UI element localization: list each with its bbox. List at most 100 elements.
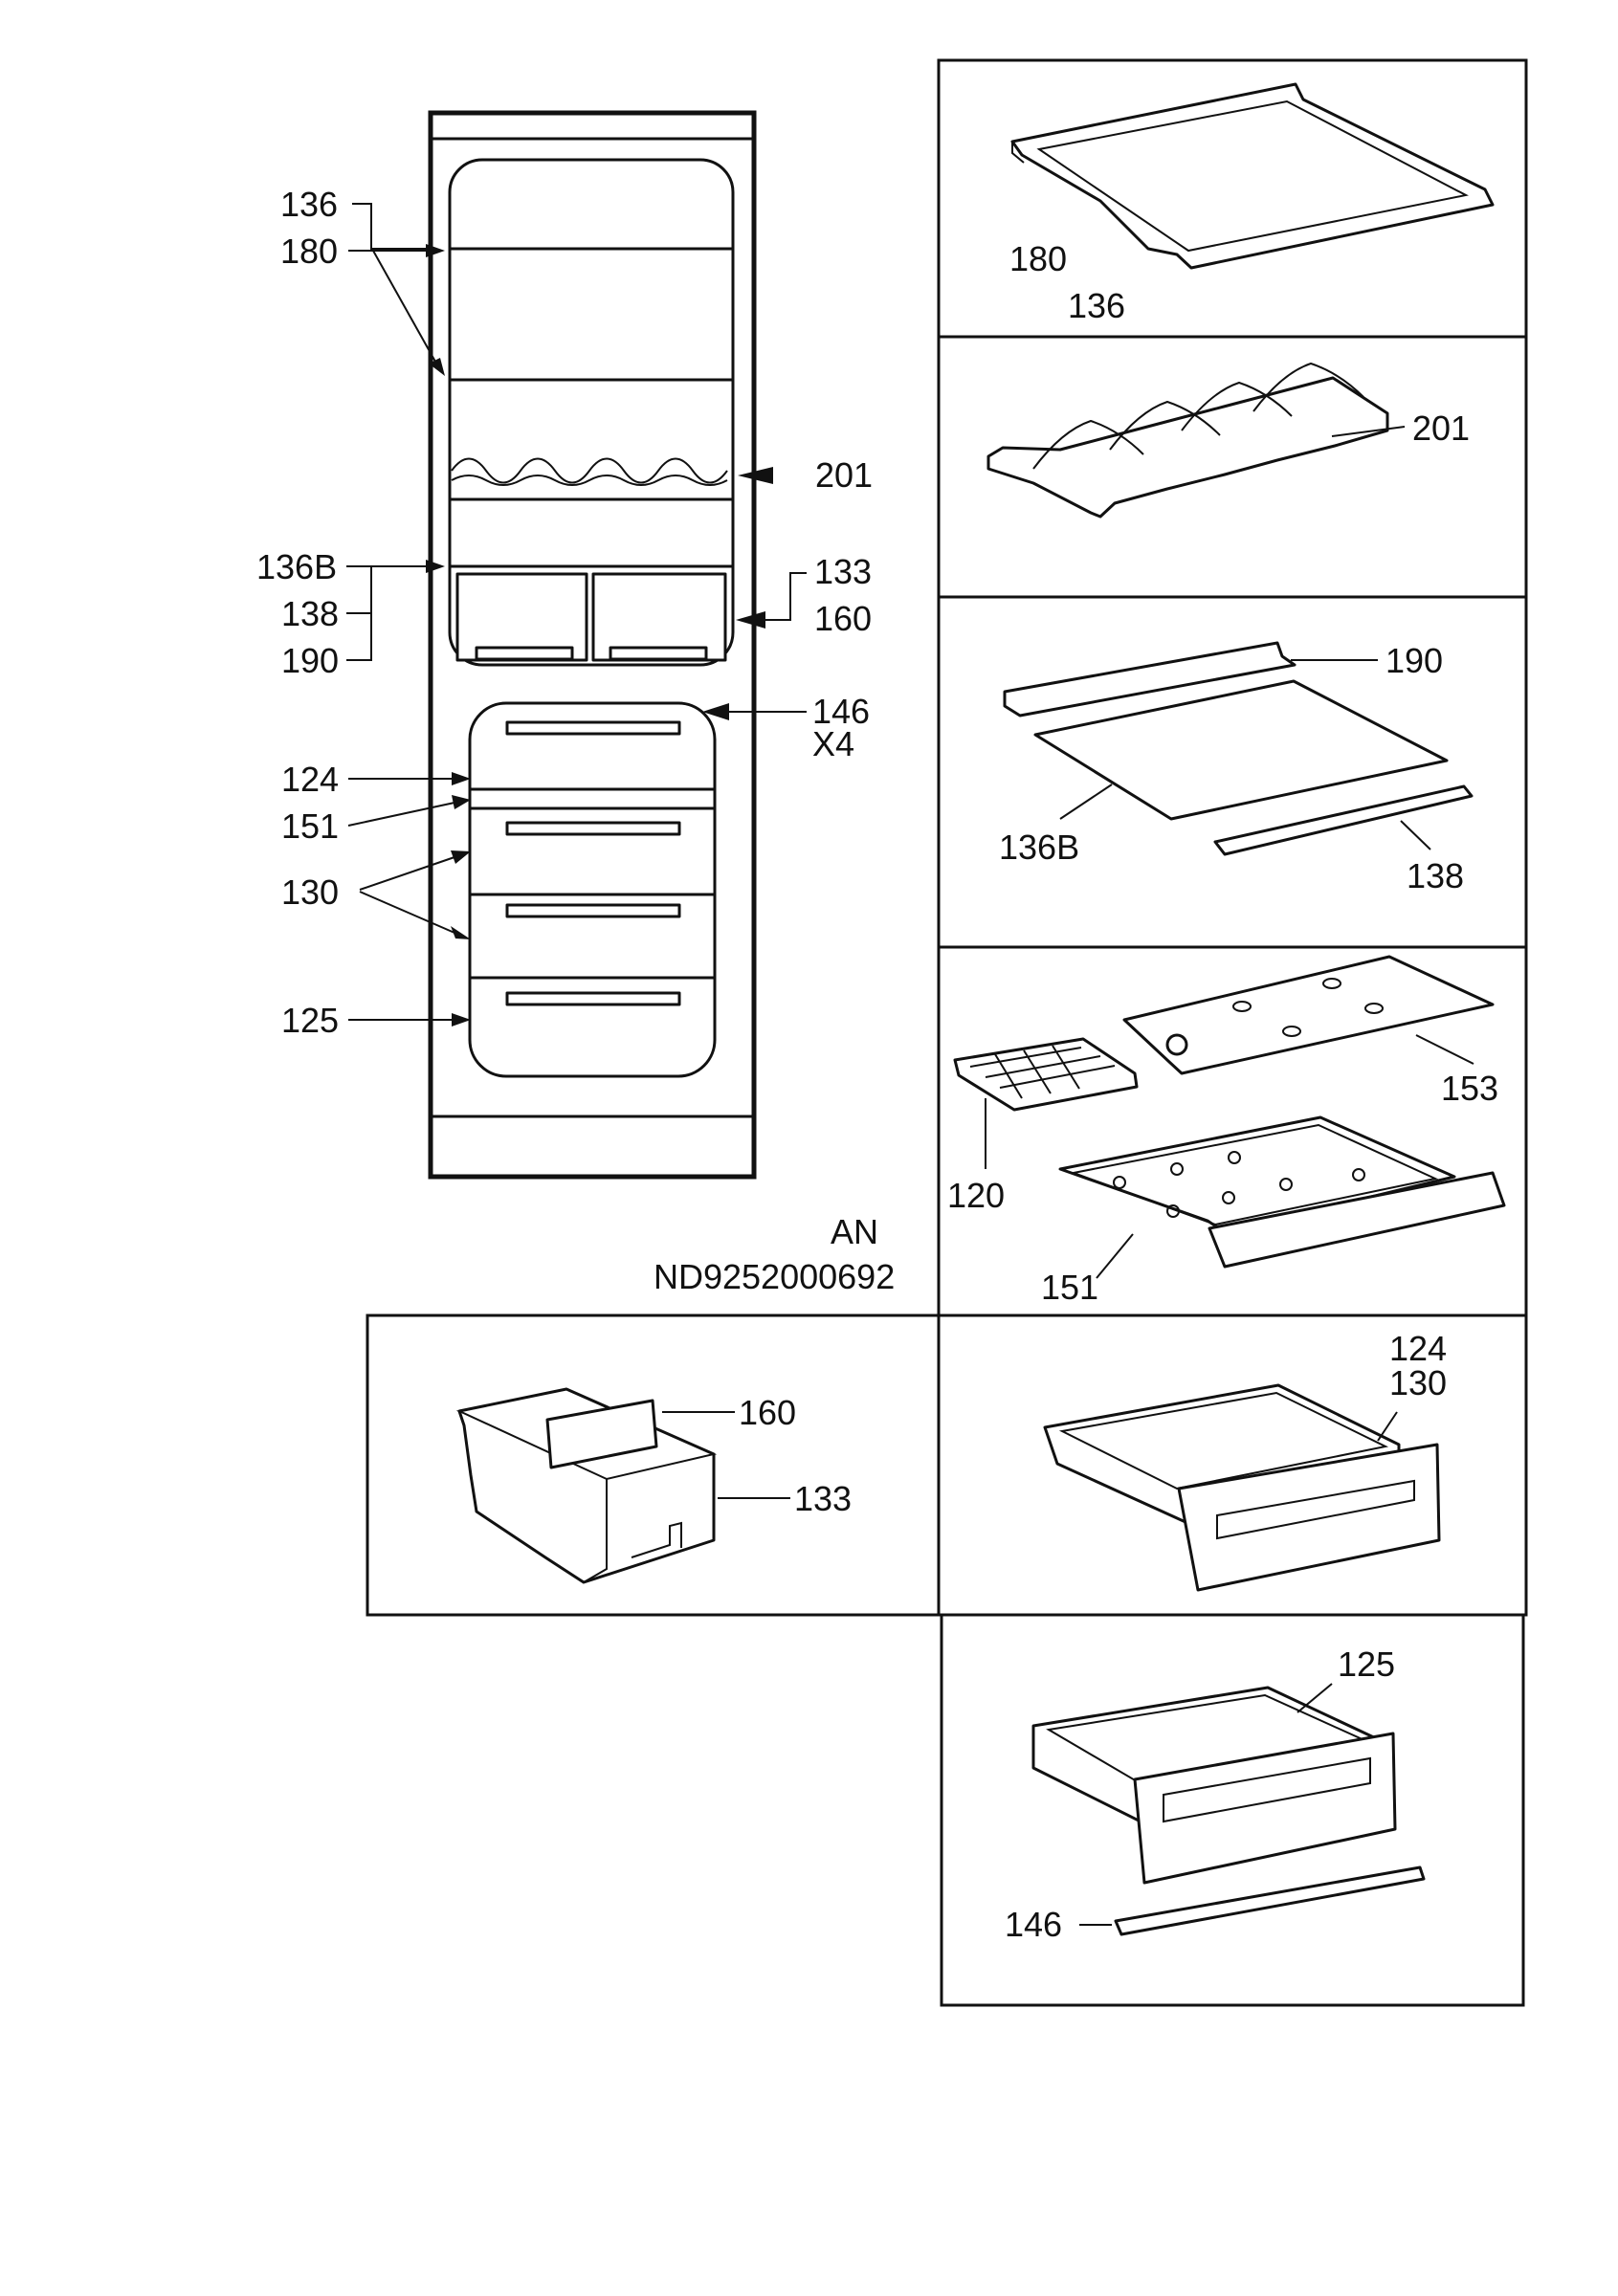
glass-shelf-pane — [1036, 99, 1469, 253]
arrowhead-151 — [452, 795, 471, 809]
leader-136 — [352, 203, 432, 250]
glass-shelf-frame — [1010, 82, 1495, 270]
shelf-rear-trim-edge — [1019, 664, 1296, 717]
arrowhead-180 — [426, 244, 445, 257]
ice-cube-grid — [969, 1045, 1116, 1099]
arrowhead-130b — [451, 926, 471, 939]
label-146-panel: 146 — [1005, 1905, 1062, 1944]
arrowhead-180-diag — [429, 358, 445, 376]
arrowhead-201 — [738, 467, 773, 484]
freezer-handle-4 — [505, 991, 681, 1006]
tray-pin-2 — [1170, 1162, 1184, 1176]
freezer-handle-2 — [505, 821, 681, 836]
leader-151 — [347, 802, 455, 827]
tray-pin-7 — [1352, 1168, 1365, 1181]
glass-shelf-edge — [1011, 142, 1025, 164]
box-group: 160 133 — [455, 1387, 852, 1584]
arrowhead-136B — [426, 560, 445, 573]
drawer-front-handle — [1216, 1479, 1415, 1540]
leader-151-panel — [1096, 1233, 1134, 1279]
arrowhead-130a — [451, 850, 471, 864]
leader-130b — [359, 891, 455, 934]
bottle-rack-body — [986, 376, 1389, 519]
label-151: 151 — [281, 806, 339, 846]
freezer-handle-1 — [505, 720, 681, 736]
glass-shelf-group: 180 136 — [1009, 82, 1495, 325]
bottle-rack-group: 201 — [986, 362, 1470, 519]
leader-125-panel — [1297, 1683, 1333, 1713]
leader-136B-panel — [1059, 784, 1113, 820]
drawer-group: 124 130 — [1043, 1329, 1447, 1592]
front-trim-138 — [1213, 784, 1474, 856]
label-180-panel: 180 — [1009, 239, 1067, 278]
leader-138-panel — [1400, 820, 1431, 850]
freezer-tray-group: 153 120 151 — [947, 955, 1506, 1307]
tray-pin-1 — [1113, 1176, 1126, 1189]
bottle-rack-cradles — [1032, 362, 1364, 470]
label-124: 124 — [281, 760, 339, 799]
box-handle-notch — [631, 1521, 682, 1558]
freezer-handle-3 — [505, 903, 681, 918]
label-125: 125 — [281, 1001, 339, 1040]
leader-124-130-panel — [1377, 1411, 1398, 1442]
code-an: AN — [831, 1212, 878, 1251]
leader-190 — [346, 613, 372, 661]
label-190: 190 — [281, 641, 339, 680]
label-130-panel: 130 — [1389, 1363, 1447, 1402]
box-right-handle — [609, 646, 708, 661]
box-left-handle — [475, 646, 574, 661]
label-138-panel: 138 — [1407, 856, 1464, 895]
bottom-drawer-handle — [1163, 1756, 1371, 1823]
label-130: 130 — [281, 872, 339, 912]
label-x4: X4 — [812, 724, 854, 763]
freezer-compartment — [468, 701, 717, 1078]
label-133-panel: 133 — [794, 1479, 852, 1518]
code-nd: ND9252000692 — [654, 1257, 895, 1296]
panel-frames — [366, 58, 1528, 2007]
tray-plate-153 — [1122, 955, 1495, 1075]
shelf-set-group: 190 136B 138 — [999, 641, 1474, 895]
arrowhead-124 — [452, 772, 471, 785]
leader-133-160 — [756, 572, 807, 621]
label-136: 136 — [280, 185, 338, 224]
label-153-panel: 153 — [1441, 1069, 1498, 1108]
label-120-panel: 120 — [947, 1176, 1005, 1215]
arrowhead-125 — [452, 1013, 471, 1027]
tray-pin-4 — [1166, 1204, 1180, 1218]
arrowhead-160 — [736, 611, 765, 629]
drawer-tub-inner — [1058, 1391, 1389, 1490]
label-133: 133 — [814, 552, 872, 591]
bottle-rack-outline — [451, 457, 728, 484]
label-125-panel: 125 — [1338, 1645, 1395, 1684]
label-136-panel: 136 — [1068, 286, 1125, 325]
fridge-overview: 136 180 201 136B 138 190 133 160 146 X4 … — [256, 110, 895, 1296]
leader-180-diag — [372, 250, 436, 363]
tray-plate-knob — [1165, 1033, 1188, 1056]
plate-hole-1 — [1232, 1001, 1252, 1012]
label-136B: 136B — [256, 547, 337, 586]
box-right — [591, 572, 727, 662]
glass-shelf-136B — [1033, 679, 1449, 821]
label-201-panel: 201 — [1412, 408, 1470, 448]
label-136B-panel: 136B — [999, 828, 1079, 867]
trim-strip-146 — [1114, 1866, 1426, 1936]
tray-pin-3 — [1228, 1151, 1241, 1164]
label-190-panel: 190 — [1385, 641, 1443, 680]
label-138: 138 — [281, 594, 339, 633]
box-left — [455, 572, 588, 662]
label-146: 146 — [812, 692, 870, 731]
bottom-drawer-group: 125 146 — [1005, 1645, 1426, 1944]
panel-bottom-drawer — [940, 1613, 1525, 2007]
plate-hole-4 — [1364, 1003, 1384, 1014]
leader-153-panel — [1415, 1034, 1474, 1065]
bottle-rack-outline-lower — [451, 475, 728, 486]
tray-pin-5 — [1222, 1191, 1235, 1204]
label-151-panel: 151 — [1041, 1268, 1098, 1307]
leader-201-panel — [1331, 426, 1406, 437]
bottom-drawer-front — [1133, 1732, 1397, 1885]
leader-130a — [359, 856, 455, 891]
arrowhead-146 — [702, 703, 729, 720]
leader-138 — [346, 566, 372, 614]
fridge-compartment — [448, 158, 735, 667]
